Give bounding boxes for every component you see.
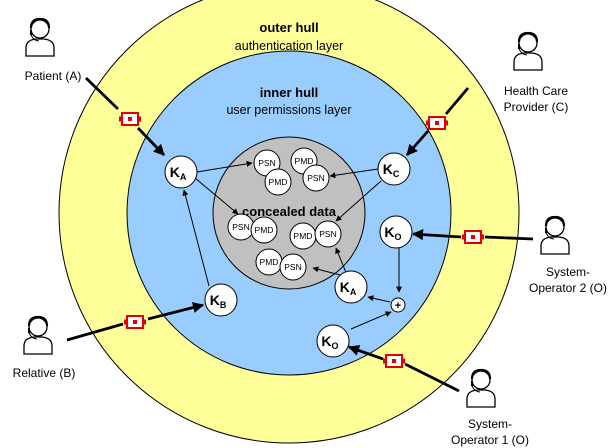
svg-text:PMD: PMD <box>260 257 279 267</box>
lock-icon <box>382 354 406 368</box>
svg-text:PSN: PSN <box>284 262 301 272</box>
key-ko-bottom: KO <box>316 324 350 358</box>
outer-hull-subtitle: authentication layer <box>235 39 343 53</box>
person-icon <box>24 17 56 58</box>
svg-text:PSN: PSN <box>258 158 275 168</box>
svg-text:PMD: PMD <box>255 225 274 235</box>
person-icon <box>465 368 497 409</box>
key-ka-top: KA <box>164 155 198 189</box>
key-ko-right: KO <box>379 215 413 249</box>
outer-hull-title: outer hull <box>259 20 318 35</box>
svg-text:KA: KA <box>170 164 187 182</box>
data-pair-5: PMD PSN <box>255 248 307 281</box>
inner-hull-subtitle: user permissions layer <box>226 103 351 117</box>
entry-arrows <box>66 76 534 393</box>
key-kc: KC <box>377 152 411 186</box>
access-arrows <box>182 160 402 330</box>
person-icon <box>512 31 544 72</box>
svg-text:+: + <box>395 300 401 312</box>
svg-text:PSN: PSN <box>319 229 336 239</box>
data-pair-3: PSN PMD <box>227 213 278 244</box>
svg-text:KB: KB <box>210 292 227 310</box>
svg-text:KC: KC <box>383 161 400 179</box>
svg-text:KA: KA <box>340 279 357 297</box>
actor-label-patient: Patient (A) <box>25 69 82 83</box>
key-kb: KB <box>204 283 238 317</box>
svg-text:KO: KO <box>384 224 401 242</box>
lock-icon <box>461 230 485 244</box>
data-pair-4: PMD PSN <box>289 220 342 250</box>
concealed-data-title: concealed data <box>242 204 337 219</box>
svg-text:PSN: PSN <box>232 222 249 232</box>
person-icon <box>539 215 571 256</box>
actor-label-operator1: System-Operator 1 (O) <box>451 417 529 447</box>
svg-text:KO: KO <box>321 333 338 351</box>
lock-icon <box>118 112 142 126</box>
svg-text:PMD: PMD <box>269 177 288 187</box>
person-icon <box>22 315 54 356</box>
svg-text:PSN: PSN <box>307 173 324 183</box>
key-ka-inner: KA <box>334 270 368 304</box>
svg-text:PMD: PMD <box>294 231 313 241</box>
data-pair-2: PMD PMD PSN <box>264 147 330 196</box>
actor-label-operator2: System-Operator 2 (O) <box>529 265 607 295</box>
lock-icon <box>425 116 449 130</box>
lock-icon <box>123 315 147 329</box>
inner-hull-title: inner hull <box>260 85 319 100</box>
combine-node: + <box>390 297 406 313</box>
actor-label-relative: Relative (B) <box>13 366 76 380</box>
svg-text:PMD: PMD <box>295 156 314 166</box>
